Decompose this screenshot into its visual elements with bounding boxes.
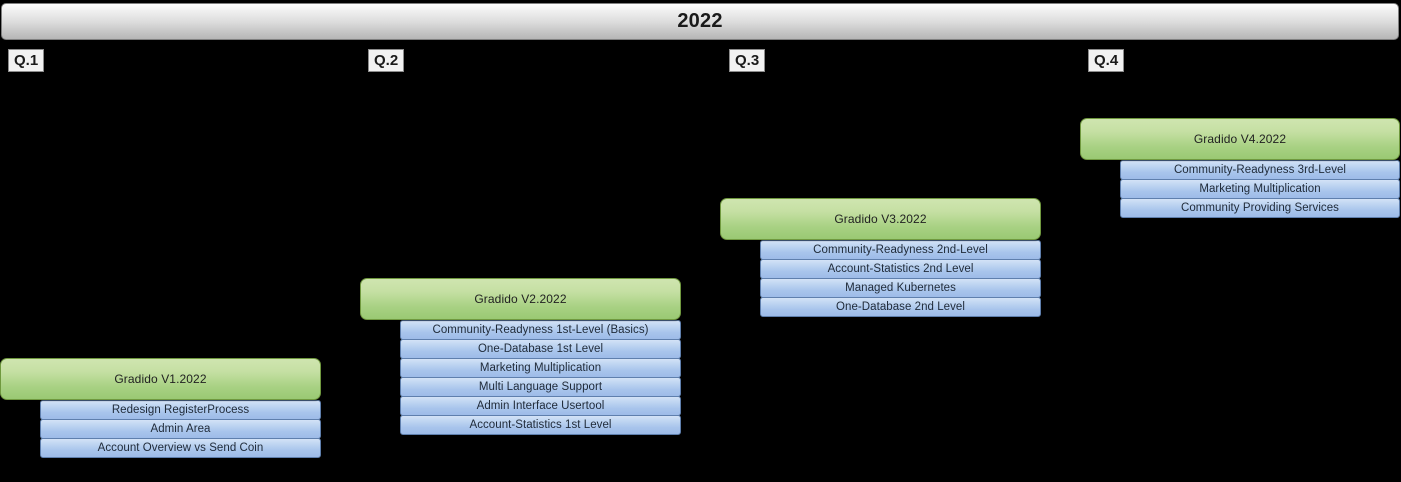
feature-label: Account Overview vs Send Coin [97,442,264,454]
feature-label: Community Providing Services [1181,202,1339,214]
feature-item[interactable]: Community-Readyness 3rd-Level [1120,160,1400,180]
feature-item[interactable]: Marketing Multiplication [400,358,681,378]
feature-item[interactable]: Community-Readyness 2nd-Level [760,240,1041,260]
feature-label: One-Database 2nd Level [836,301,965,313]
quarter-marker-1: Q.1 [8,49,45,72]
release-header-v1[interactable]: Gradido V1.2022 [0,358,321,400]
feature-label: Marketing Multiplication [479,362,602,374]
feature-label: Community-Readyness 1st-Level (Basics) [432,324,649,336]
feature-label: Marketing Multiplication [1199,183,1321,195]
release-title-v1: Gradido V1.2022 [114,372,207,386]
feature-item[interactable]: Account Overview vs Send Coin [40,438,321,458]
release-header-v2[interactable]: Gradido V2.2022 [360,278,681,320]
feature-item[interactable]: One-Database 2nd Level [760,297,1041,317]
feature-label: Community-Readyness 3rd-Level [1173,164,1347,176]
feature-item[interactable]: Community Providing Services [1120,198,1400,218]
feature-label: Managed Kubernetes [845,282,956,294]
feature-item[interactable]: Admin Interface Usertool [400,396,681,416]
feature-label: Multi Language Support [478,381,603,393]
feature-label: Account-Statistics 2nd Level [827,263,974,275]
release-header-v4[interactable]: Gradido V4.2022 [1080,118,1400,160]
feature-label: Redesign RegisterProcess [111,404,250,416]
feature-item[interactable]: Redesign RegisterProcess [40,400,321,420]
release-title-v2: Gradido V2.2022 [474,292,567,306]
feature-label: Admin Interface Usertool [476,400,605,412]
feature-item[interactable]: Admin Area [40,419,321,439]
feature-item[interactable]: Managed Kubernetes [760,278,1041,298]
year-header-bar: 2022 [1,3,1399,40]
feature-item[interactable]: Multi Language Support [400,377,681,397]
feature-item[interactable]: Marketing Multiplication [1120,179,1400,199]
quarter-marker-4: Q.4 [1088,49,1125,72]
feature-label: Admin Area [150,423,211,435]
release-title-v4: Gradido V4.2022 [1193,132,1287,146]
feature-list-v2: Community-Readyness 1st-Level (Basics) On… [400,320,681,435]
release-title-v3: Gradido V3.2022 [834,212,927,226]
year-label: 2022 [677,10,723,32]
feature-item[interactable]: Account-Statistics 2nd Level [760,259,1041,279]
feature-item[interactable]: One-Database 1st Level [400,339,681,359]
quarter-marker-2: Q.2 [368,49,405,72]
quarter-marker-3: Q.3 [729,49,766,72]
feature-label: Community-Readyness 2nd-Level [813,244,988,256]
feature-item[interactable]: Community-Readyness 1st-Level (Basics) [400,320,681,340]
feature-label: One-Database 1st Level [477,343,604,355]
release-header-v3[interactable]: Gradido V3.2022 [720,198,1041,240]
feature-label: Account-Statistics 1st Level [469,419,612,431]
feature-item[interactable]: Account-Statistics 1st Level [400,415,681,435]
